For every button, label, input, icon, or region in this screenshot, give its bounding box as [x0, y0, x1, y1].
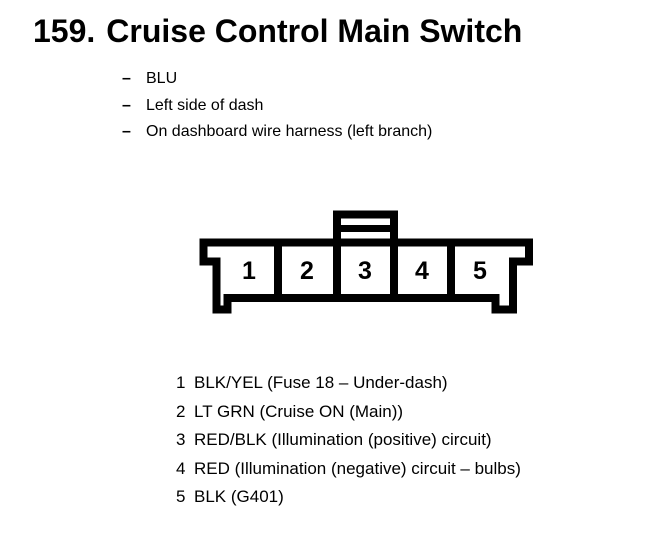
legend-row: 3 RED/BLK (Illumination (positive) circu… — [176, 426, 521, 455]
pin-label-1: 1 — [242, 257, 256, 285]
legend-row: 1 BLK/YEL (Fuse 18 – Under-dash) — [176, 369, 521, 398]
legend-pin-desc: RED/BLK (Illumination (positive) circuit… — [194, 430, 492, 450]
dash-bullet: – — [122, 96, 131, 114]
title-text: Cruise Control Main Switch — [106, 13, 523, 49]
pin-label-5: 5 — [473, 257, 487, 285]
pin-label-3: 3 — [358, 257, 372, 285]
note-text: BLU — [146, 70, 178, 87]
legend-pin-desc: RED (Illumination (negative) circuit – b… — [194, 458, 521, 478]
pin-legend: 1 BLK/YEL (Fuse 18 – Under-dash) 2 LT GR… — [176, 369, 521, 512]
legend-pin-desc: LT GRN (Cruise ON (Main)) — [194, 401, 404, 421]
notes-list: – BLU – Left side of dash – On dashboard… — [122, 66, 432, 146]
note-item: – Left side of dash — [122, 93, 432, 120]
pin-label-4: 4 — [415, 257, 429, 285]
legend-pin-number: 4 — [176, 458, 186, 478]
note-text: Left side of dash — [146, 96, 264, 114]
item-number: 159. — [33, 13, 96, 49]
note-item: – On dashboard wire harness (left branch… — [122, 119, 432, 146]
legend-pin-number: 5 — [176, 487, 186, 507]
page-title: 159. Cruise Control Main Switch — [33, 13, 522, 49]
pin-label-2: 2 — [300, 257, 314, 285]
legend-pin-number: 2 — [176, 401, 186, 421]
legend-pin-desc: BLK/YEL (Fuse 18 – Under-dash) — [194, 373, 448, 392]
legend-row: 2 LT GRN (Cruise ON (Main)) — [176, 398, 521, 427]
legend-row: 5 BLK (G401) — [176, 483, 521, 512]
dash-bullet: – — [122, 123, 131, 140]
legend-row: 4 RED (Illumination (negative) circuit –… — [176, 455, 521, 484]
note-text: On dashboard wire harness (left branch) — [146, 123, 433, 140]
connector-diagram: 1 2 3 4 5 — [199, 210, 533, 314]
dash-bullet: – — [122, 70, 131, 87]
legend-pin-number: 1 — [176, 373, 186, 392]
note-item: – BLU — [122, 66, 432, 93]
legend-pin-number: 3 — [176, 430, 186, 450]
legend-pin-desc: BLK (G401) — [194, 487, 284, 507]
